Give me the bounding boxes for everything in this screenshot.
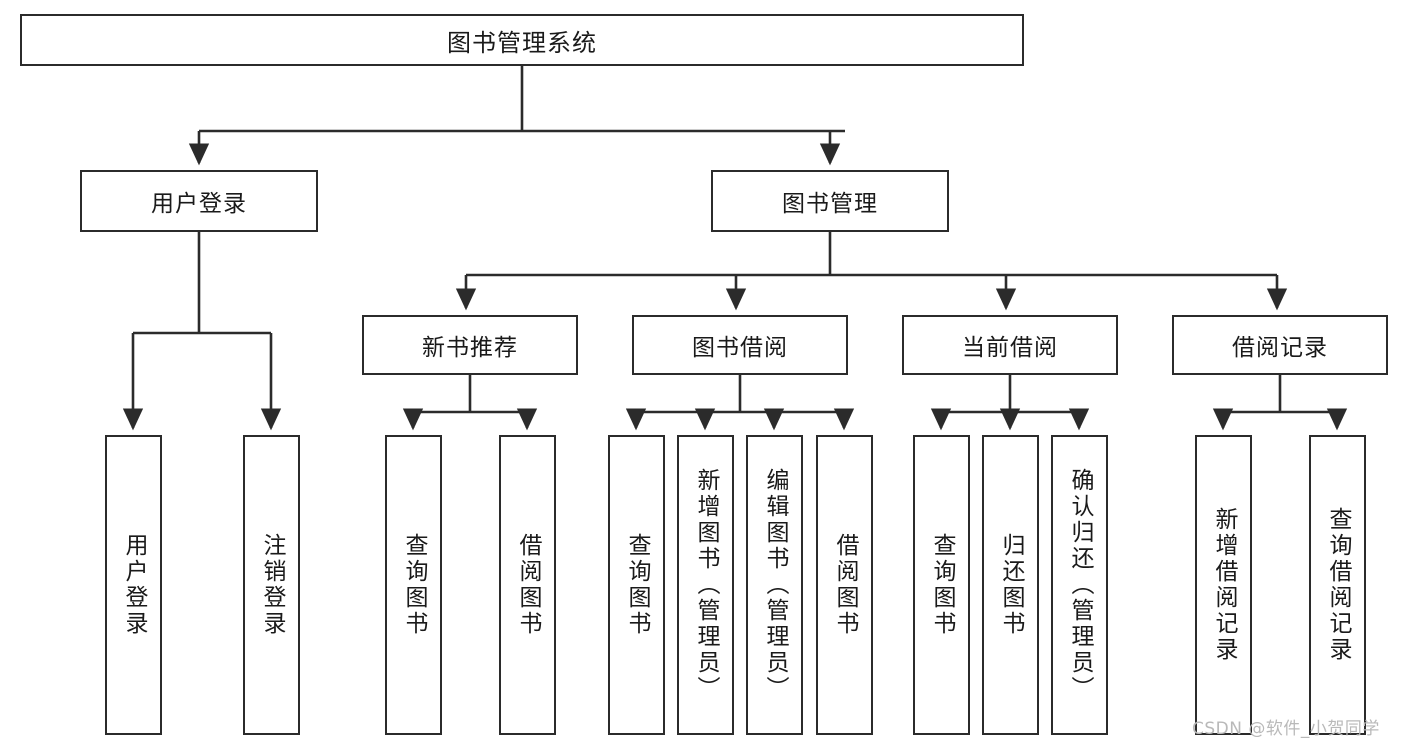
node-new-book-recommendation[interactable]: 新书推荐	[362, 315, 578, 375]
leaf-user-login-logout[interactable]: 注销登录	[243, 435, 300, 735]
leaf-new-book-borrow-books[interactable]: 借阅图书	[499, 435, 556, 735]
leaf-record-add-borrow-record[interactable]: 新增借阅记录	[1195, 435, 1252, 735]
leaf-borrow-edit-book-admin[interactable]: 编辑图书（管理员）	[746, 435, 803, 735]
node-borrowing-records[interactable]: 借阅记录	[1172, 315, 1388, 375]
leaf-new-book-query-books[interactable]: 查询图书	[385, 435, 442, 735]
leaf-current-query-books[interactable]: 查询图书	[913, 435, 970, 735]
leaf-user-login-login[interactable]: 用户登录	[105, 435, 162, 735]
leaf-record-query-borrow-record[interactable]: 查询借阅记录	[1309, 435, 1366, 735]
node-book-borrowing[interactable]: 图书借阅	[632, 315, 848, 375]
node-current-borrowing[interactable]: 当前借阅	[902, 315, 1118, 375]
csdn-watermark: CSDN @软件_小贺同学	[1192, 719, 1380, 739]
leaf-borrow-add-book-admin[interactable]: 新增图书（管理员）	[677, 435, 734, 735]
node-book-management[interactable]: 图书管理	[711, 170, 949, 232]
leaf-current-return-books[interactable]: 归还图书	[982, 435, 1039, 735]
node-root-book-management-system[interactable]: 图书管理系统	[20, 14, 1024, 66]
leaf-current-confirm-return-admin[interactable]: 确认归还（管理员）	[1051, 435, 1108, 735]
node-user-login[interactable]: 用户登录	[80, 170, 318, 232]
leaf-borrow-query-books[interactable]: 查询图书	[608, 435, 665, 735]
leaf-borrow-borrow-books[interactable]: 借阅图书	[816, 435, 873, 735]
